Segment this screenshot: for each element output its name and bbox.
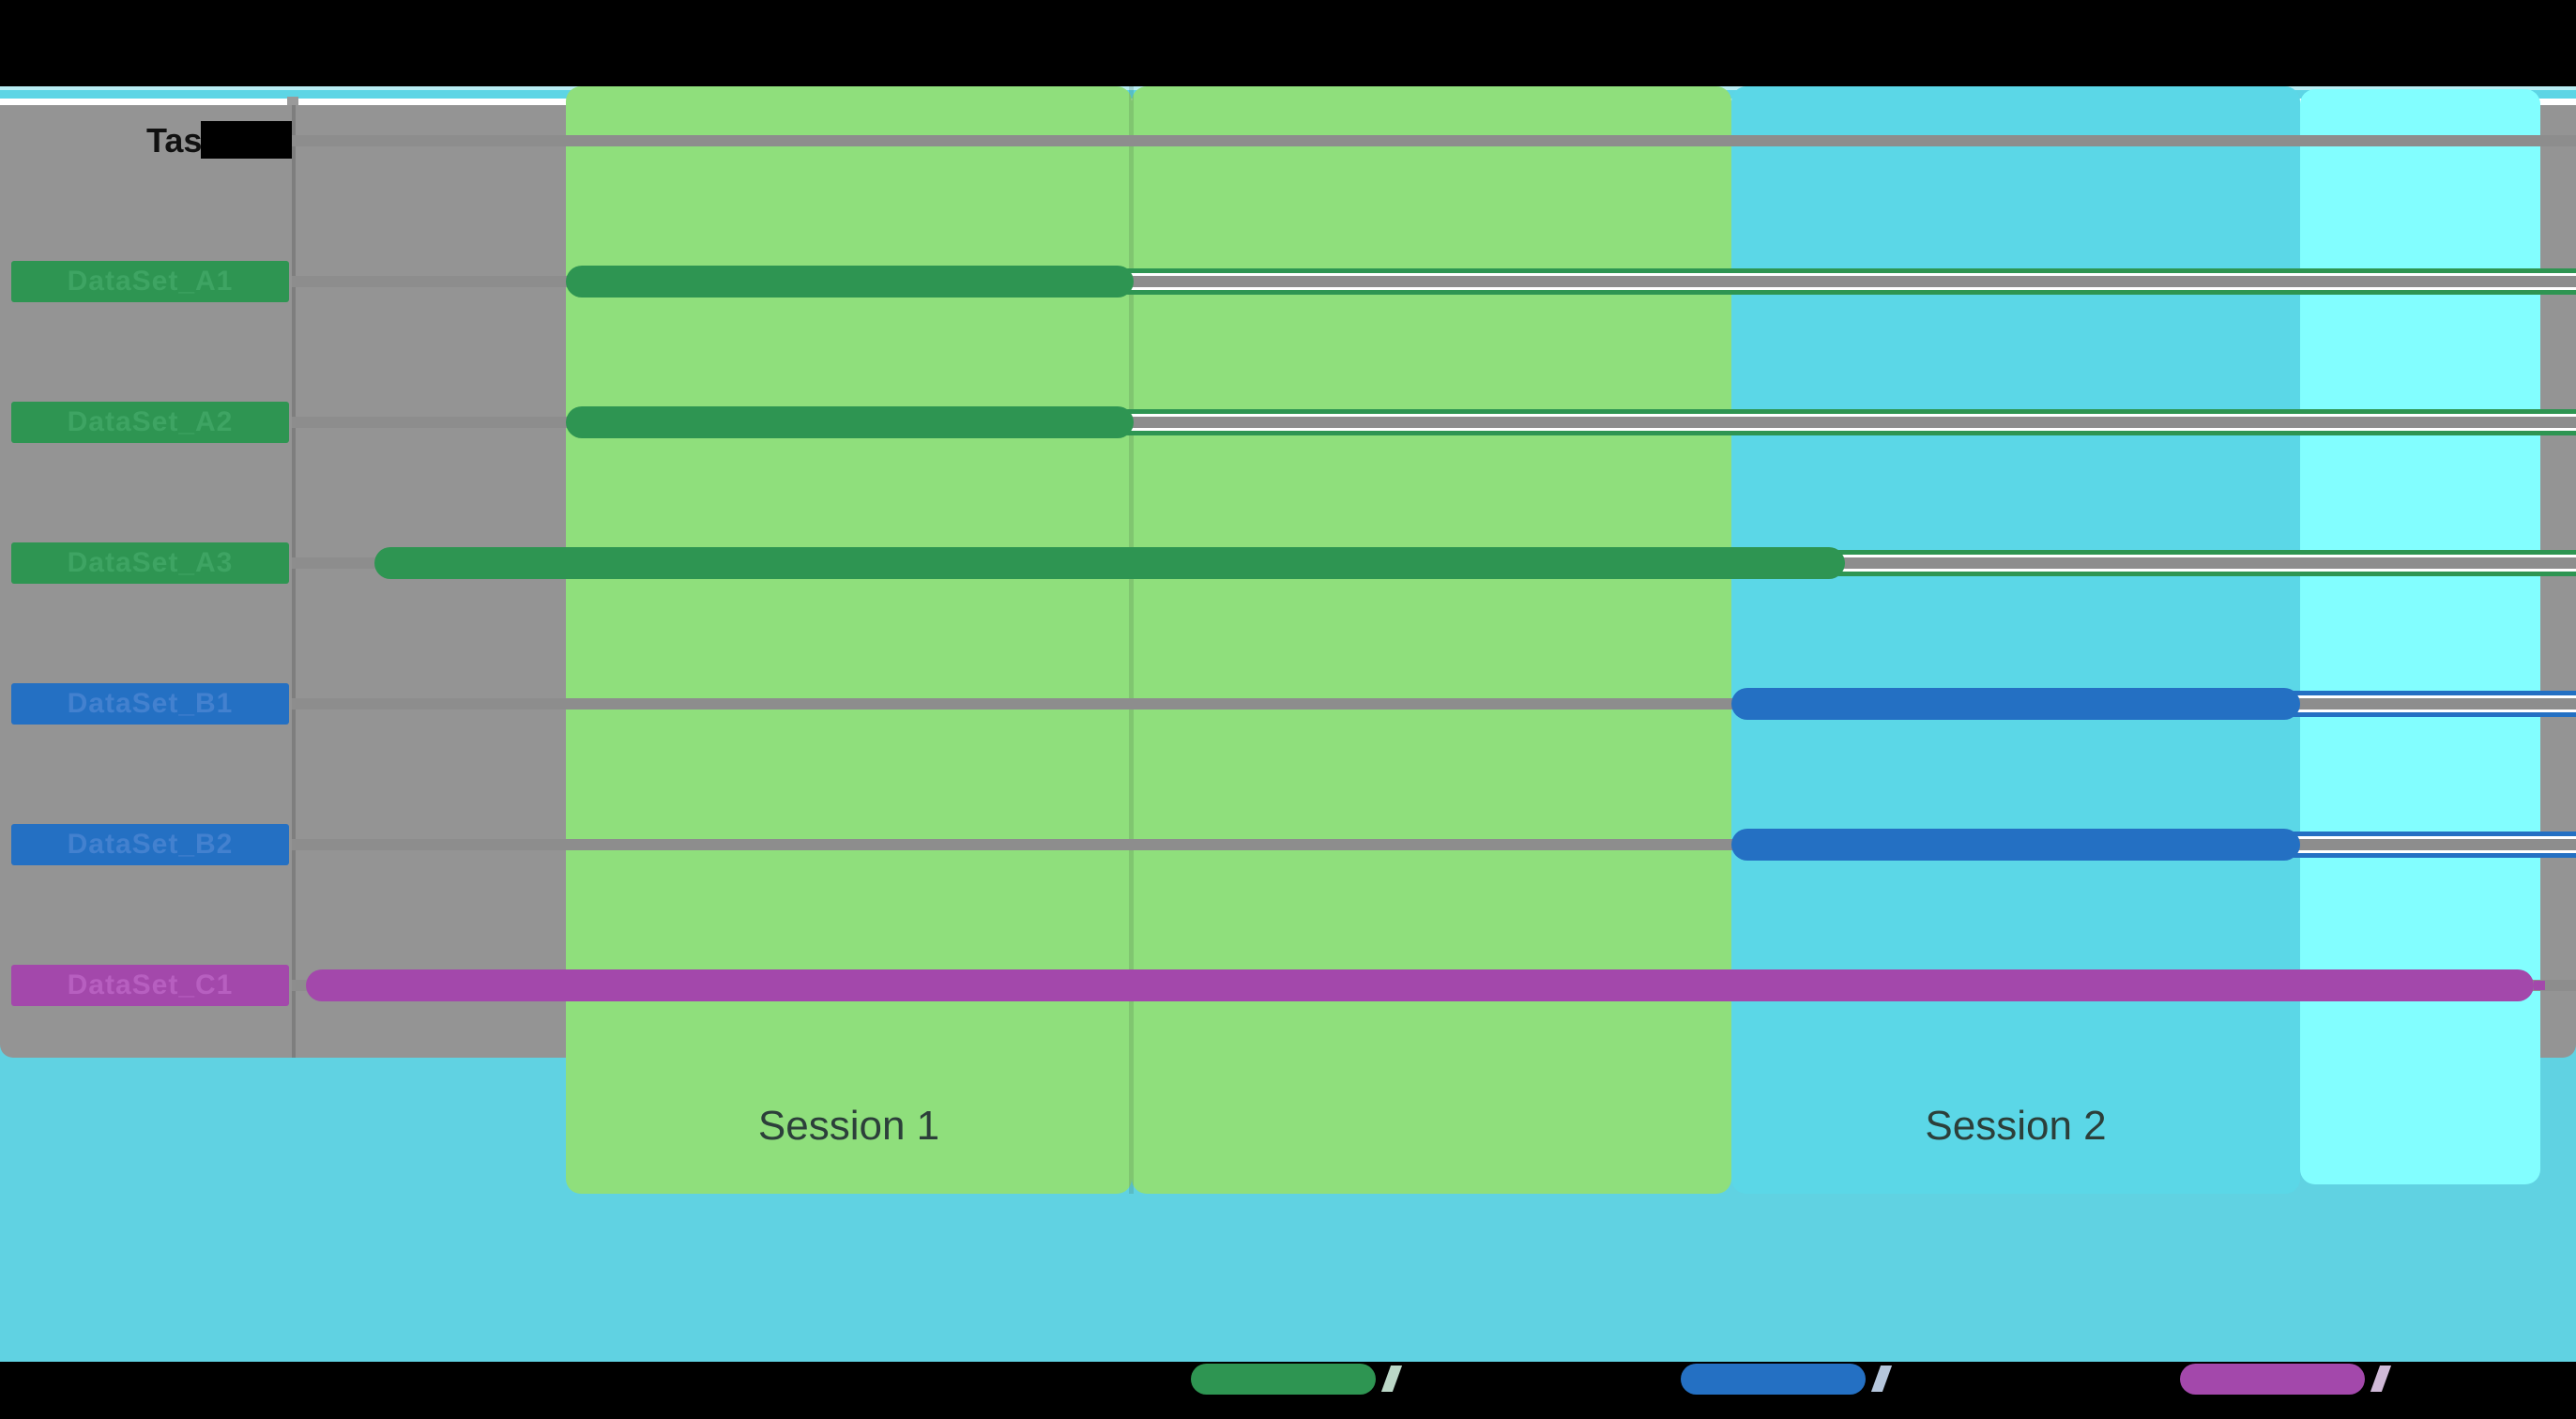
y-axis-tick — [287, 97, 298, 105]
letterbox-top-bar — [0, 0, 2576, 86]
y-tick-label-DataSet_C1: DataSet_C1 — [11, 965, 289, 1006]
gantt-bar-DataSet_B2[interactable] — [1731, 829, 2300, 861]
grid-line-row-1 — [292, 135, 2576, 146]
gantt-bar-DataSet_A1[interactable] — [566, 266, 1134, 298]
session-seam-line — [1129, 86, 1134, 1194]
session-label-1: Session 1 — [757, 1103, 940, 1149]
redaction-box-axis-title — [201, 121, 292, 159]
session-region-4 — [2300, 89, 2540, 1184]
session-region-3 — [1731, 86, 2300, 1194]
gantt-bar-DataSet_B1[interactable] — [1731, 688, 2300, 720]
y-tick-label-DataSet_A1: DataSet_A1 — [11, 261, 289, 302]
y-tick-label-DataSet_A3: DataSet_A3 — [11, 542, 289, 584]
y-tick-label-DataSet_B1: DataSet_B1 — [11, 683, 289, 725]
y-tick-label-DataSet_A2: DataSet_A2 — [11, 402, 289, 443]
session-label-2: Session 2 — [1925, 1103, 2107, 1149]
legend-swatch-A[interactable] — [1191, 1364, 1376, 1395]
gantt-bar-DataSet_A2[interactable] — [566, 406, 1134, 438]
y-axis-line — [292, 105, 296, 1058]
session-region-2 — [1132, 86, 1731, 1194]
gantt-bar-DataSet_A3[interactable] — [374, 547, 1845, 579]
bar-nub-DataSet_C1 — [2534, 981, 2545, 990]
legend-swatch-C[interactable] — [2180, 1364, 2365, 1395]
y-tick-label-DataSet_B2: DataSet_B2 — [11, 824, 289, 865]
gantt-bar-DataSet_C1[interactable] — [306, 969, 2534, 1001]
session-region-1 — [566, 86, 1132, 1194]
legend-swatch-B[interactable] — [1681, 1364, 1866, 1395]
